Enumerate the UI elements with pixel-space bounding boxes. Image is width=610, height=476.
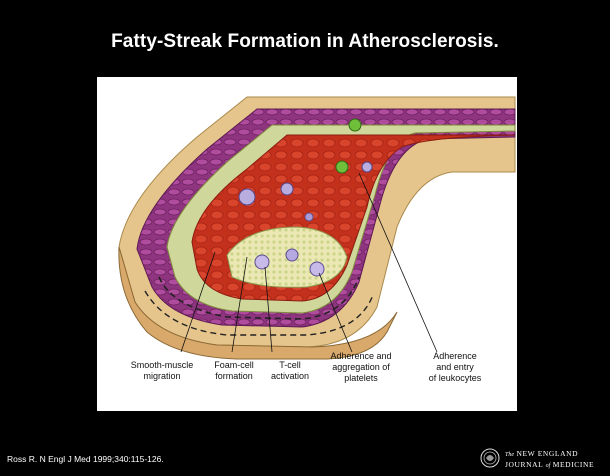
label-t-cell-activation: T-cell activation [259, 360, 321, 382]
journal-name: The NEW ENGLAND JOURNAL of MEDICINE [505, 449, 594, 471]
slide-title: Fatty-Streak Formation in Atherosclerosi… [0, 31, 610, 53]
platelet [349, 119, 361, 131]
leukocyte [305, 213, 313, 221]
platelet [336, 161, 348, 173]
label-foam-cell-formation: Foam-cell formation [204, 360, 264, 382]
journal-seal-icon [480, 448, 500, 468]
foam-cell [310, 262, 324, 276]
leukocyte [281, 183, 293, 195]
label-adherence-leukocytes: Adherence and entry of leukocytes [413, 351, 497, 384]
leukocyte [239, 189, 255, 205]
foam-cell [255, 255, 269, 269]
figure-panel: Smooth-muscle migration Foam-cell format… [97, 77, 517, 411]
label-adherence-platelets: Adherence and aggregation of platelets [319, 351, 403, 384]
leukocyte [362, 162, 372, 172]
journal-logo: The NEW ENGLAND JOURNAL of MEDICINE [480, 446, 606, 472]
label-smooth-muscle-migration: Smooth-muscle migration [107, 360, 217, 382]
foam-cell [286, 249, 298, 261]
citation: Ross R. N Engl J Med 1999;340:115-126. [7, 454, 164, 464]
